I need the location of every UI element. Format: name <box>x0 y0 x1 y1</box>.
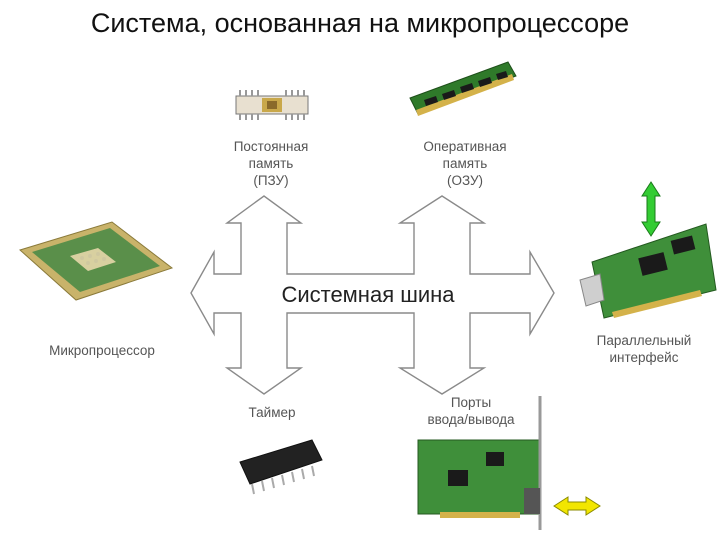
bus-label: Системная шина <box>281 282 455 307</box>
timer-label: Таймер <box>234 404 310 421</box>
ram-label: Оперативная память (ОЗУ) <box>406 138 524 189</box>
yellow-indicator-arrow <box>554 497 600 515</box>
cpu-image <box>20 222 172 300</box>
cpu-label: Микропроцессор <box>34 342 170 359</box>
ports-label: Порты ввода/вывода <box>414 394 528 428</box>
timer-chip-image <box>240 440 322 494</box>
parallel-label: Параллельный интерфейс <box>584 332 704 366</box>
green-indicator-arrow <box>642 182 660 236</box>
rom-label: Постоянная память (ПЗУ) <box>218 138 324 189</box>
parallel-card-image <box>580 224 716 318</box>
rom-chip-image <box>236 90 308 120</box>
ram-module-image <box>410 62 516 116</box>
